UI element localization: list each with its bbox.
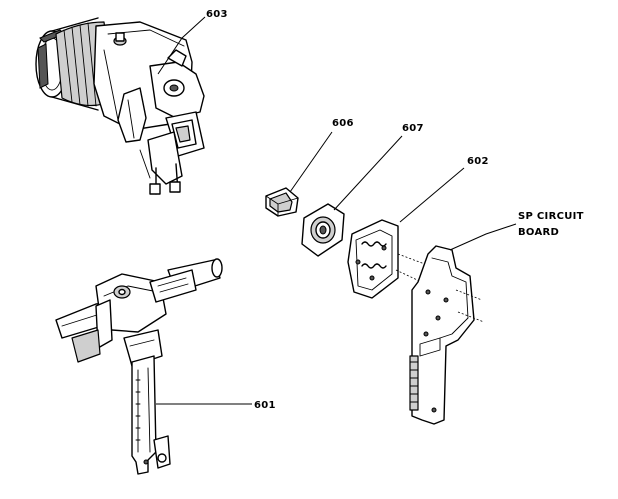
part-602-circuit-plate <box>347 219 431 299</box>
sp-board-leader <box>449 223 517 251</box>
sp-board-label-line1: SP CIRCUIT <box>518 211 584 222</box>
part-607-label: 607 <box>402 123 424 134</box>
sp-board-label-line2: BOARD <box>518 227 559 238</box>
part-607-leader <box>333 135 403 211</box>
part-603-motor-assembly <box>35 17 205 195</box>
sp-circuit-board <box>409 245 485 425</box>
part-606-cube <box>265 187 299 217</box>
part-607-gasket <box>301 203 345 257</box>
part-603-label: 603 <box>206 9 228 20</box>
part-602-label: 602 <box>467 156 489 167</box>
part-601-frame-assembly <box>55 258 223 475</box>
part-606-label: 606 <box>332 118 354 129</box>
part-602-leader <box>399 167 465 223</box>
part-601-label: 601 <box>254 400 276 411</box>
part-606-leader <box>289 131 333 193</box>
part-603-leader <box>157 16 206 75</box>
